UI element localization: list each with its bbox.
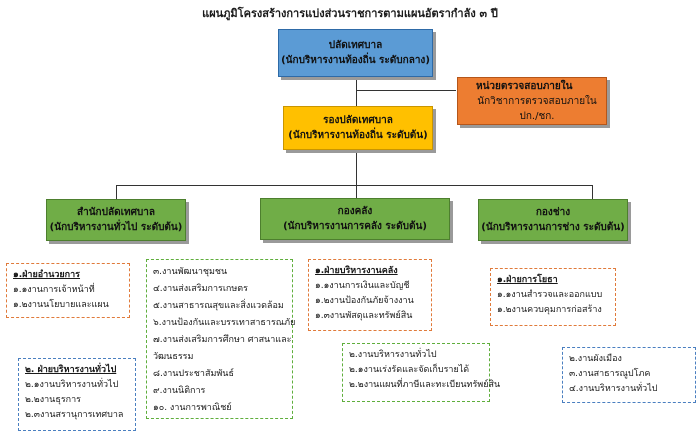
audit-title: หน่วยตรวจสอบภายใน <box>476 80 573 92</box>
unit-finance-general-item: ๒.๑งานเร่งรัดและจัดเก็บรายได้ <box>349 365 470 375</box>
palat-task-item: วัฒนธรรม <box>153 352 194 362</box>
palat-task-item: ๘.งานประชาสัมพันธ์ <box>153 369 234 379</box>
connector-div3 <box>592 185 593 199</box>
unit-general-item: ๒.๓งานสรานุการเทศบาล <box>25 410 124 420</box>
deputy-box: รองปลัดเทศบาล (นักบริหารงานท้องถิ่น ระดั… <box>283 106 433 150</box>
unit-finance-admin: ๑.ฝ่ายบริหารงานคลัง ๑.๑งานการเงินและบัญช… <box>308 259 432 331</box>
palat-task-item: ๔.งานส่งเสริมการเกษตร <box>153 284 248 294</box>
unit-engineering-item: ๑.๒งานควบคุมการก่อสร้าง <box>497 305 602 315</box>
division-engineering-title: กองช่าง <box>535 207 571 218</box>
connector-top-deputy <box>356 78 357 106</box>
unit-engineering-item: ๑.๑งานสำรวจและออกแบบ <box>497 290 603 300</box>
audit-box: หน่วยตรวจสอบภายใน นักวิชาการตรวจสอบภายใน… <box>457 77 607 125</box>
connector-div1 <box>116 185 117 199</box>
deputy-title: รองปลัดเทศบาล <box>323 115 393 126</box>
division-finance-level: (นักบริหารงานการคลัง ระดับต้น) <box>283 221 427 232</box>
connector-audit <box>356 90 456 91</box>
division-engineering-level: (นักบริหารงานการช่าง ระดับต้น) <box>481 222 625 233</box>
engineering-task-item: ๓.งานสาธารณูปโภค <box>569 369 651 379</box>
palat-task-item: ๖.งานป้องกันและบรรเทาสาธารณภัย <box>153 318 296 328</box>
unit-admin: ๑.ฝ่ายอำนวยการ ๑.๑งานการเจ้าหน้าที่ ๑.๒ง… <box>6 263 130 318</box>
unit-finance-admin-item: ๑.๓งานพัสดุและทรัพย์สิน <box>315 311 413 321</box>
engineering-task-item: ๔.งานบริหารงานทั่วไป <box>569 384 658 394</box>
unit-finance-admin-head: ๑.ฝ่ายบริหารงานคลัง <box>315 266 398 276</box>
unit-admin-head: ๑.ฝ่ายอำนวยการ <box>13 270 81 280</box>
palat-task-item: ๕.งานสาธารณสุขและสิ่งแวดล้อม <box>153 301 284 311</box>
chief-title: ปลัดเทศบาล <box>328 40 383 51</box>
unit-finance-admin-item: ๑.๑งานการเงินและบัญชี <box>315 281 410 291</box>
unit-finance-general: ๒.งานบริหารงานทั่วไป ๒.๑งานเร่งรัดและจัด… <box>342 343 501 402</box>
palat-task-item: ๗.งานส่งเสริมการศึกษา ศาสนาและ <box>153 335 292 345</box>
connector-deputy-bus <box>356 150 357 185</box>
chief-level: (นักบริหารงานท้องถิ่น ระดับกลาง) <box>281 55 430 66</box>
unit-finance-admin-item: ๑.๒งานป้องกันภัยจ้างงาน <box>315 296 414 306</box>
division-palat-title: สำนักปลัดเทศบาล <box>76 207 156 218</box>
connector-div2 <box>356 185 357 198</box>
unit-general-item: ๒.๒งานธุรการ <box>25 395 81 405</box>
palat-task-item: ๙.งานนิติการ <box>153 386 206 396</box>
division-engineering-box: กองช่าง (นักบริหารงานการช่าง ระดับต้น) <box>478 199 628 241</box>
division-palat-box: สำนักปลัดเทศบาล (นักบริหารงานทั่วไป ระดั… <box>46 199 186 241</box>
audit-level: นักวิชาการตรวจสอบภายใน ปก./ชก. <box>477 95 597 122</box>
deputy-level: (นักบริหารงานท้องถิ่น ระดับต้น) <box>288 130 428 141</box>
unit-general: ๒. ฝ่ายบริหารงานทั่วไป ๒.๑งานบริหารงานทั… <box>18 358 136 431</box>
division-finance-box: กองคลัง (นักบริหารงานการคลัง ระดับต้น) <box>260 198 450 240</box>
unit-finance-general-head: ๒.งานบริหารงานทั่วไป <box>349 350 437 360</box>
unit-admin-item: ๑.๒งานนโยบายและแผน <box>13 300 109 310</box>
chief-box: ปลัดเทศบาล (นักบริหารงานท้องถิ่น ระดับกล… <box>278 29 433 77</box>
unit-engineering-tasks: ๒.งานผังเมือง ๓.งานสาธารณูปโภค ๔.งานบริห… <box>562 347 696 403</box>
unit-engineering-head: ๑.ฝ่ายการโยธา <box>497 275 558 285</box>
unit-palat-tasks: ๓.งานพัฒนาชุมชน ๔.งานส่งเสริมการเกษตร ๕.… <box>146 259 296 419</box>
unit-admin-item: ๑.๑งานการเจ้าหน้าที่ <box>13 285 95 295</box>
engineering-task-item: ๒.งานผังเมือง <box>569 354 622 364</box>
palat-task-item: ๑๐. งานการพาณิชย์ <box>153 403 232 413</box>
unit-general-item: ๒.๑งานบริหารงานทั่วไป <box>25 380 119 390</box>
unit-general-head: ๒. ฝ่ายบริหารงานทั่วไป <box>25 365 117 375</box>
page-title: แผนภูมิโครงสร้างการแบ่งส่วนราชการตามแผนอ… <box>202 7 498 20</box>
palat-task-item: ๓.งานพัฒนาชุมชน <box>153 267 228 277</box>
division-finance-title: กองคลัง <box>337 206 373 217</box>
unit-engineering: ๑.ฝ่ายการโยธา ๑.๑งานสำรวจและออกแบบ ๑.๒งา… <box>490 268 616 326</box>
division-palat-level: (นักบริหารงานทั่วไป ระดับต้น) <box>49 222 183 233</box>
connector-bus <box>116 185 592 186</box>
unit-finance-general-item: ๒.๒งานแผนที่ภาษีและทะเบียนทรัพย์สิน <box>349 380 501 390</box>
